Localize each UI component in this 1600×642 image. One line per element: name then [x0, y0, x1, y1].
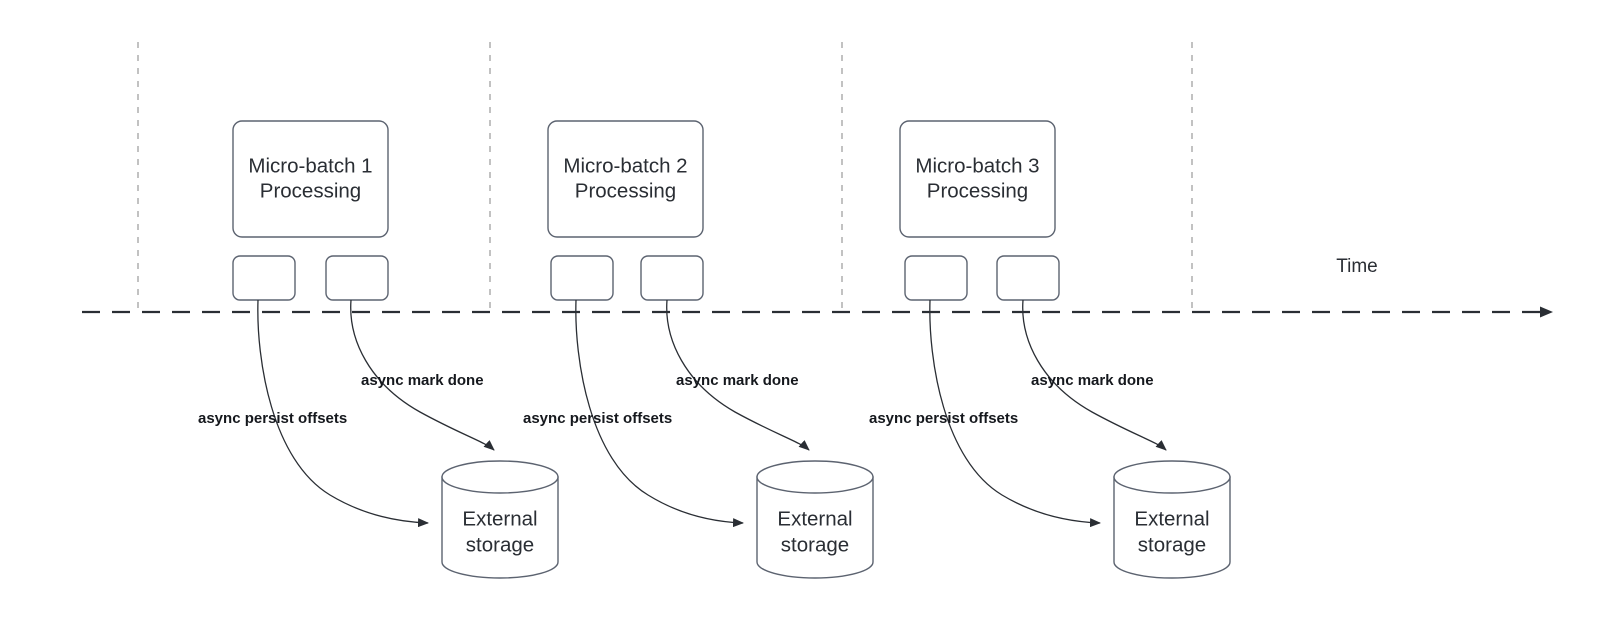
external-storage-3-label-line1: External	[1134, 507, 1209, 530]
external-storage-1[interactable]: External storage	[441, 460, 559, 579]
micro-batch-3-label-line2: Processing	[927, 179, 1028, 202]
external-storage-3-body[interactable]	[1113, 476, 1231, 579]
task-box-3b[interactable]	[996, 255, 1060, 301]
time-axis-label: Time	[1336, 256, 1378, 277]
tick-line-group	[137, 42, 1193, 312]
edge-persist-3	[929, 299, 1101, 528]
task-box-2a[interactable]	[550, 255, 614, 301]
time-axis: Time	[82, 256, 1553, 318]
edge-label-markdone-2: async mark done	[676, 372, 799, 389]
micro-batch-3-rect[interactable]	[899, 120, 1056, 238]
group-1: Micro-batch 1 Processing External storag…	[198, 120, 559, 579]
edge-label-markdone-3: async mark done	[1031, 372, 1154, 389]
micro-batch-2-box[interactable]: Micro-batch 2 Processing	[547, 120, 704, 238]
external-storage-3-label-line2: storage	[1138, 533, 1206, 556]
edge-label-persist-1: async persist offsets	[198, 410, 347, 427]
edge-label-persist-2: async persist offsets	[523, 410, 672, 427]
edge-persist-2	[575, 299, 744, 528]
external-storage-2-top	[756, 460, 874, 494]
external-storage-3[interactable]: External storage	[1113, 460, 1231, 579]
external-storage-1-body[interactable]	[441, 476, 559, 579]
task-box-1a[interactable]	[232, 255, 296, 301]
edge-markdone-2	[666, 299, 810, 451]
micro-batch-3-label-line1: Micro-batch 3	[915, 154, 1039, 177]
task-box-2b[interactable]	[640, 255, 704, 301]
micro-batch-1-label-line1: Micro-batch 1	[248, 154, 372, 177]
micro-batch-1-label-line2: Processing	[260, 179, 361, 202]
edge-markdone-3	[1022, 299, 1167, 451]
group-2: Micro-batch 2 Processing External storag…	[523, 120, 874, 579]
external-storage-3-top	[1113, 460, 1231, 494]
micro-batch-1-box[interactable]: Micro-batch 1 Processing	[232, 120, 389, 238]
edge-markdone-1	[350, 299, 495, 451]
micro-batch-1-rect[interactable]	[232, 120, 389, 238]
task-box-1b[interactable]	[325, 255, 389, 301]
external-storage-2[interactable]: External storage	[756, 460, 874, 579]
external-storage-2-label-line2: storage	[781, 533, 849, 556]
edge-persist-1	[257, 299, 429, 528]
group-3: Micro-batch 3 Processing External storag…	[869, 120, 1231, 579]
edge-label-markdone-1: async mark done	[361, 372, 484, 389]
micro-batch-2-rect[interactable]	[547, 120, 704, 238]
external-storage-2-label-line1: External	[777, 507, 852, 530]
external-storage-1-label-line2: storage	[466, 533, 534, 556]
micro-batch-2-label-line1: Micro-batch 2	[563, 154, 687, 177]
external-storage-1-top	[441, 460, 559, 494]
external-storage-1-label-line1: External	[462, 507, 537, 530]
external-storage-2-body[interactable]	[756, 476, 874, 579]
micro-batch-2-label-line2: Processing	[575, 179, 676, 202]
edge-label-persist-3: async persist offsets	[869, 410, 1018, 427]
micro-batch-3-box[interactable]: Micro-batch 3 Processing	[899, 120, 1056, 238]
task-box-3a[interactable]	[904, 255, 968, 301]
